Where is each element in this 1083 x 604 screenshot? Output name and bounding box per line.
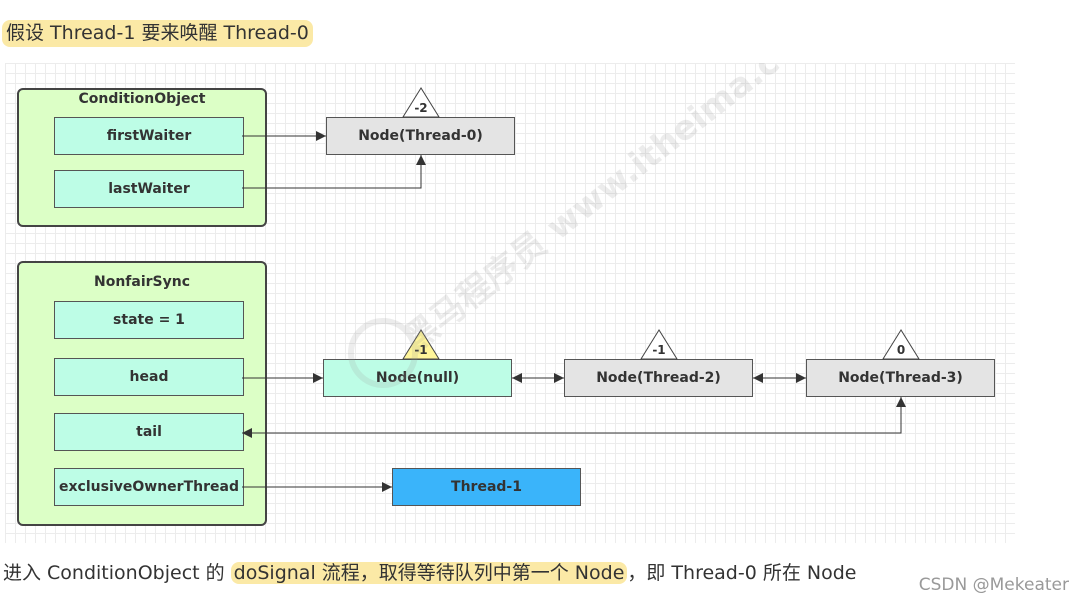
diagram-connectors: -2 -1 -1 0 黑马程序员 www.itheima.com [242, 63, 920, 492]
status-triangle-null: -1 [402, 329, 440, 360]
state-field: state = 1 [54, 301, 244, 339]
nonfair-sync-box: NonfairSync state = 1 head tail exclusiv… [17, 261, 267, 526]
tail-field: tail [54, 413, 244, 451]
exclusive-owner-thread-field: exclusiveOwnerThread [54, 468, 244, 506]
footer-highlight: doSignal 流程，取得等待队列中第一个 Node [230, 562, 628, 584]
heading: 假设 Thread-1 要来唤醒 Thread-0 [2, 20, 313, 47]
status-thread-2: -1 [652, 343, 665, 357]
status-triangle-thread-0: -2 [402, 87, 440, 118]
footer-after: ，即 Thread-0 所在 Node [627, 562, 857, 584]
status-thread-3: 0 [897, 343, 905, 357]
status-triangle-thread-2: -1 [640, 329, 678, 360]
thread-1-box: Thread-1 [392, 468, 581, 506]
nonfair-sync-title: NonfairSync [93, 274, 191, 290]
diagram-canvas: ConditionObject firstWaiter lastWaiter N… [5, 63, 1015, 543]
footer-caption: 进入 ConditionObject 的 doSignal 流程，取得等待队列中… [3, 560, 856, 587]
node-thread-3: Node(Thread-3) [806, 359, 995, 397]
status-triangle-thread-3: 0 [882, 329, 920, 360]
arrow-last-waiter [242, 155, 426, 189]
arrow-tail [242, 397, 906, 438]
condition-object-title: ConditionObject [78, 91, 206, 107]
last-waiter-field: lastWaiter [54, 170, 244, 208]
footer-before: 进入 ConditionObject 的 [3, 562, 231, 584]
node-null: Node(null) [323, 359, 512, 397]
status-null: -1 [414, 343, 427, 357]
status-thread-0: -2 [414, 101, 427, 115]
node-thread-0: Node(Thread-0) [326, 117, 515, 155]
head-field: head [54, 358, 244, 396]
credit-watermark: CSDN @Mekeater [918, 575, 1069, 595]
watermark-text: 黑马程序员 www.itheima.com [396, 63, 833, 360]
first-waiter-field: firstWaiter [54, 117, 244, 155]
condition-object-box: ConditionObject firstWaiter lastWaiter [17, 88, 267, 227]
